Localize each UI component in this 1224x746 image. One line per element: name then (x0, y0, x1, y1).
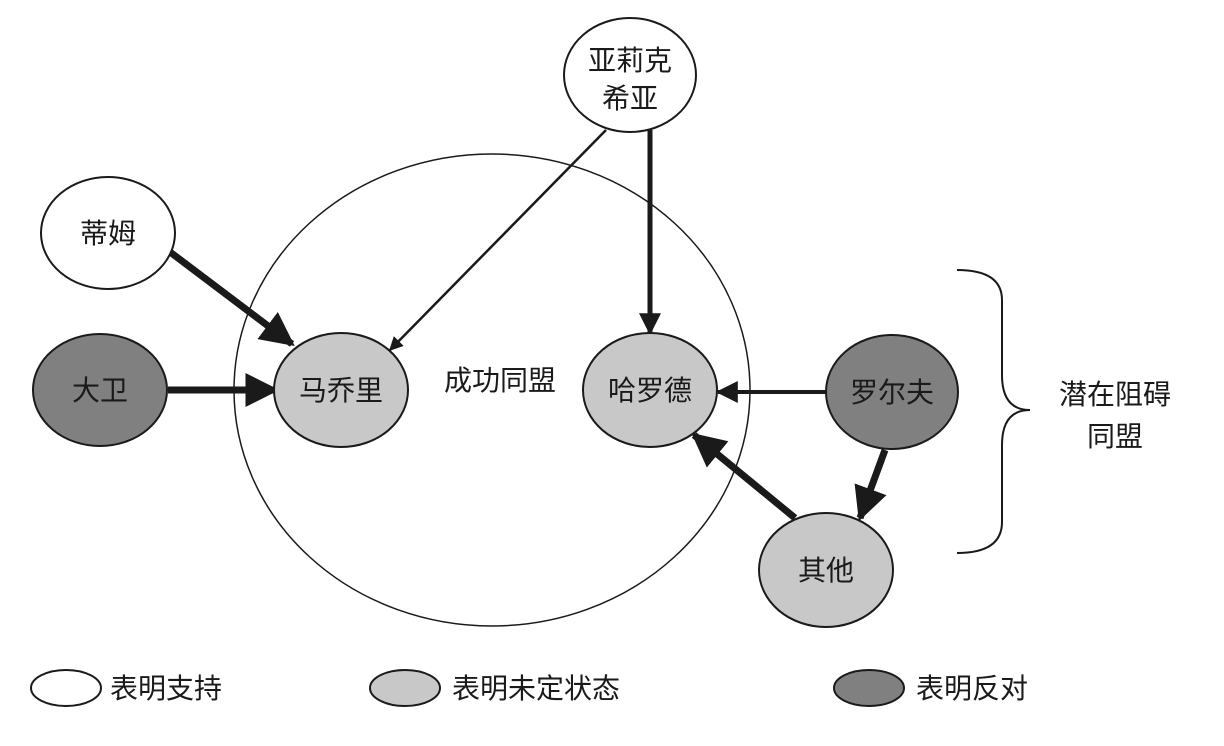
blocking-coalition-brace (956, 269, 1031, 554)
node-haluode-label: 哈罗德 (608, 374, 692, 407)
node-maqiaoli: 马乔里 (273, 332, 409, 448)
node-qita-label: 其他 (798, 554, 854, 587)
legend-undecided-label: 表明未定状态 (452, 672, 620, 705)
node-dawei-label: 大卫 (72, 374, 128, 407)
node-qita: 其他 (758, 512, 894, 628)
legend-support-label: 表明支持 (110, 672, 222, 705)
success-coalition-label: 成功同盟 (444, 364, 556, 397)
node-luoerfu-label: 罗尔夫 (850, 376, 934, 409)
node-luoerfu: 罗尔夫 (825, 334, 959, 450)
legend: 表明支持 表明未定状态 表明反对 (30, 669, 1028, 707)
legend-oppose-label: 表明反对 (916, 672, 1028, 705)
node-dawei-shape (32, 333, 168, 447)
node-yalikexiya: 亚莉克 希亚 (563, 17, 697, 133)
legend-oppose-swatch (833, 669, 905, 707)
edge-luoerfu-to-qita (854, 448, 889, 522)
node-maqiaoli-label: 马乔里 (299, 374, 383, 407)
legend-item-undecided: 表明未定状态 (369, 669, 620, 707)
node-dimu: 蒂姆 (40, 176, 176, 290)
edge-dimu-to-maqiaoli (167, 249, 295, 347)
legend-undecided-swatch (369, 669, 441, 707)
blocking-coalition-label-2: 同盟 (1087, 420, 1143, 453)
node-dimu-label: 蒂姆 (80, 217, 136, 250)
node-dawei: 大卫 (32, 333, 168, 447)
node-yalikexiya-shape (563, 17, 697, 133)
legend-support-swatch (30, 669, 102, 707)
node-maqiaoli-shape (273, 332, 409, 448)
edge-yalikexiya-to-maqiaoli (389, 129, 607, 351)
edge-qita-to-haluode (691, 432, 798, 521)
blocking-coalition-label-1: 潜在阻碍 (1059, 378, 1171, 411)
node-qita-shape (758, 512, 894, 628)
node-yalikexiya-label-2: 希亚 (602, 82, 658, 115)
node-haluode: 哈罗德 (582, 332, 718, 448)
node-yalikexiya-label-1: 亚莉克 (588, 44, 672, 77)
node-dimu-shape (40, 176, 176, 290)
legend-item-oppose: 表明反对 (833, 669, 1028, 707)
legend-item-support: 表明支持 (30, 669, 222, 707)
node-haluode-shape (582, 332, 718, 448)
node-luoerfu-shape (825, 334, 959, 450)
